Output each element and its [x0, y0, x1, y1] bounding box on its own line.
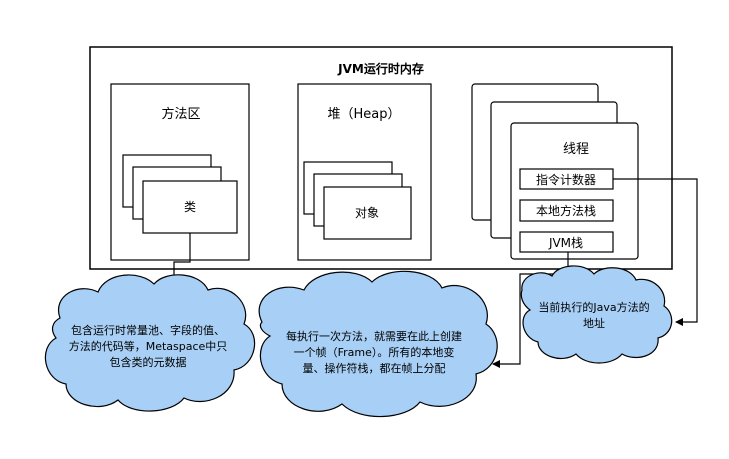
jvm-stack-box	[519, 231, 614, 253]
jvm-stack-note-cloud	[258, 270, 498, 418]
program-counter-arrow	[613, 178, 698, 326]
method-area-label: 方法区	[161, 106, 200, 122]
program-counter-label: 指令计数器	[536, 172, 596, 187]
program-counter-note-cloud	[520, 265, 673, 364]
jvm-memory-title: JVM运行时内存	[337, 61, 424, 76]
method-area-note-line-1: 包含运行时常量池、字段的值、	[71, 323, 225, 337]
object-card	[323, 186, 412, 240]
method-area-note-line-2: 方法的代码等，Metaspace中只	[69, 339, 228, 353]
heap-label: 堆（Heap）	[328, 107, 401, 122]
native-stack-box	[519, 199, 614, 222]
method-area-note-cloud	[44, 274, 256, 412]
jvm-stack-note-line-2: 一个帧（Frame）。所有的本地变	[294, 345, 455, 359]
method-area-arrow	[170, 233, 191, 285]
method-area-note-line-3: 包含类的元数据	[110, 355, 187, 369]
class-label: 类	[184, 200, 196, 214]
program-counter-note-line-2: 地址	[583, 316, 605, 330]
object-label: 对象	[355, 206, 379, 220]
program-counter-note-line-1: 当前执行的Java方法的	[538, 300, 649, 314]
native-stack-label: 本地方法栈	[536, 203, 596, 218]
jvm-stack-note-line-1: 每执行一次方法，就需要在此上创建	[286, 329, 462, 343]
thread-label: 线程	[563, 142, 589, 157]
jvm-stack-note-line-3: 量、操作符栈，都在帧上分配	[303, 361, 446, 375]
jvm-stack-label: JVM栈	[548, 235, 583, 250]
thread-box	[510, 122, 639, 260]
